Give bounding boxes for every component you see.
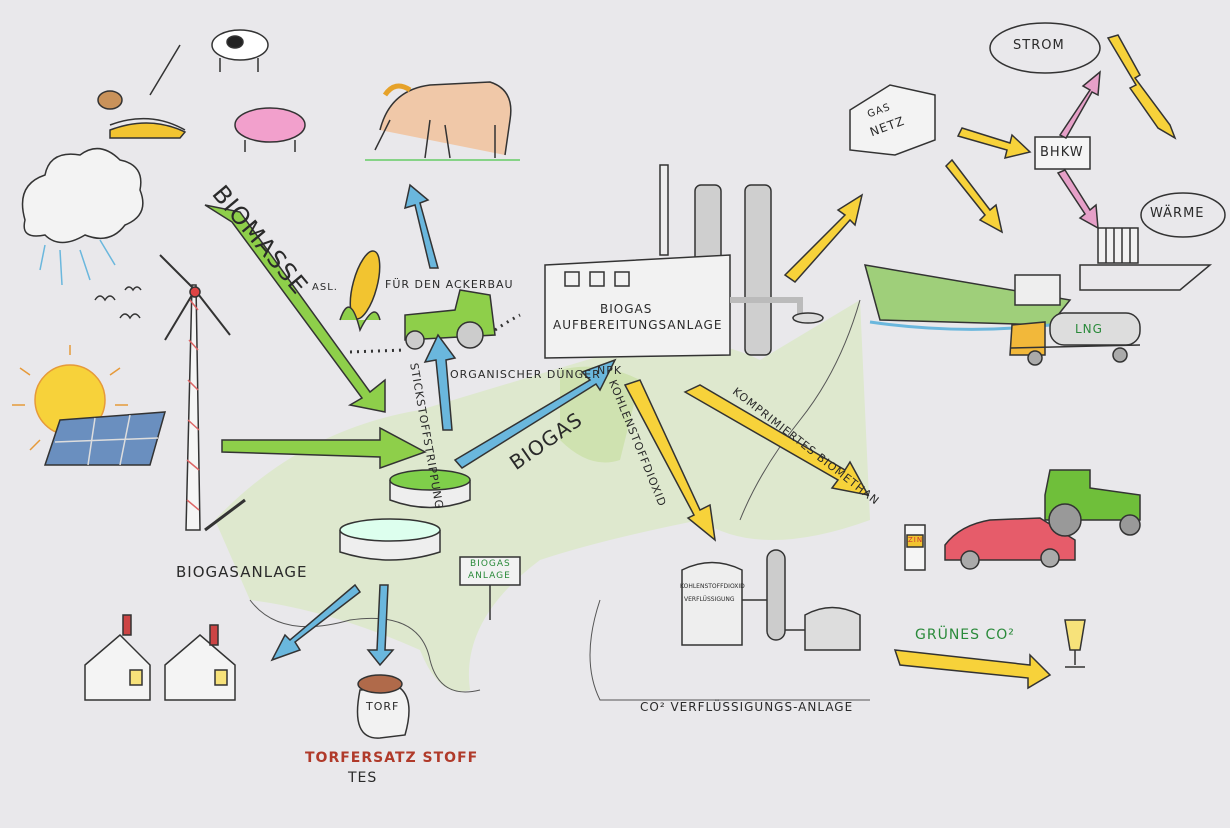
- car-icon: [944, 517, 1076, 570]
- waerme-label: WÄRME: [1150, 206, 1205, 221]
- bhkw-waerme-arrow: [1056, 169, 1099, 230]
- houses-arrow: [270, 583, 362, 662]
- duenger-arrow: [423, 333, 457, 431]
- biogas-plant-building: [544, 164, 824, 359]
- champagne-glass-icon: [1064, 619, 1086, 668]
- radiator-icon: [1079, 227, 1213, 291]
- ackerbau-label: FÜR DEN ACKERBAU: [385, 278, 514, 291]
- wind-turbine-icon: [159, 254, 231, 531]
- torf-sack-icon: [356, 674, 410, 739]
- horse-icon: [365, 81, 520, 161]
- lng-truck-icon: [1009, 312, 1141, 366]
- pig-icon: [234, 107, 306, 152]
- acker-arrow: [403, 183, 439, 269]
- co2-arrow: [623, 379, 717, 542]
- waerme-bubble: [1140, 192, 1226, 238]
- lightning-icon: [1106, 34, 1177, 140]
- green-tractor-icon: [1044, 469, 1141, 537]
- sign-label-1: BIOGAS: [470, 559, 511, 569]
- co2-anlage-label: CO² VERFLÜSSIGUNGS-ANLAGE: [640, 700, 854, 714]
- gasnetz-ship-arrow: [944, 158, 1004, 234]
- corn-icon: [339, 250, 381, 333]
- gruenes-co2-label: GRÜNES CO²: [915, 627, 1015, 643]
- pump-label: ZIN: [908, 536, 924, 544]
- bhkw-label: BHKW: [1040, 145, 1084, 160]
- ship-icon: [863, 264, 1072, 331]
- biogas-anlage-sign: [459, 556, 521, 620]
- tank-label-2: VERFLÜSSIGUNG: [684, 596, 735, 603]
- tank-label-1: KOHLENSTOFFDIOXID: [680, 583, 745, 590]
- plant-label-2: AUFBEREITUNGSANLAGE: [553, 318, 723, 332]
- gruenes-co2-arrow: [893, 649, 1052, 690]
- duenger-label: ORGANISCHER DÜNGER: [450, 368, 601, 381]
- co2-liquefaction-plant: [681, 549, 861, 651]
- chicken-icon: [97, 44, 187, 139]
- tractor-icon: [404, 289, 496, 350]
- asl-label: ASL.: [312, 282, 338, 293]
- biomethan-arrow: [683, 384, 870, 497]
- biogas-arrow: [453, 358, 617, 469]
- wind-to-plant-arrow: [221, 426, 427, 470]
- houses-icon: [84, 614, 236, 701]
- strom-label: STROM: [1013, 38, 1065, 53]
- gasnetz-bhkw-arrow: [956, 127, 1032, 160]
- fuel-pump-icon: [904, 524, 926, 571]
- npk-label: NPK: [597, 364, 623, 377]
- export-arrow: [783, 193, 864, 283]
- torf-label: TORF: [366, 700, 400, 713]
- torfersatz-label: TORFERSATZ STOFF: [305, 750, 479, 766]
- plant-label-1: BIOGAS: [600, 302, 653, 316]
- bhkw-box: [1034, 136, 1091, 170]
- torf-arrow: [366, 584, 395, 667]
- gas-netz-icon: [849, 84, 936, 156]
- digester-tanks: [339, 469, 471, 561]
- strom-bubble: [989, 22, 1101, 74]
- lng-label: LNG: [1075, 322, 1103, 336]
- birds-icon: [94, 286, 142, 320]
- solar-panel-icon: [43, 411, 167, 466]
- biomasse-arrow: [204, 204, 386, 413]
- cow-icon: [211, 29, 269, 72]
- biogasanlage-label: BIOGASANLAGE: [176, 563, 308, 581]
- tes-label: TES: [348, 770, 378, 786]
- cloud-icon: [21, 147, 144, 286]
- bhkw-strom-arrow: [1058, 70, 1101, 139]
- sign-label-2: ANLAGE: [468, 571, 511, 581]
